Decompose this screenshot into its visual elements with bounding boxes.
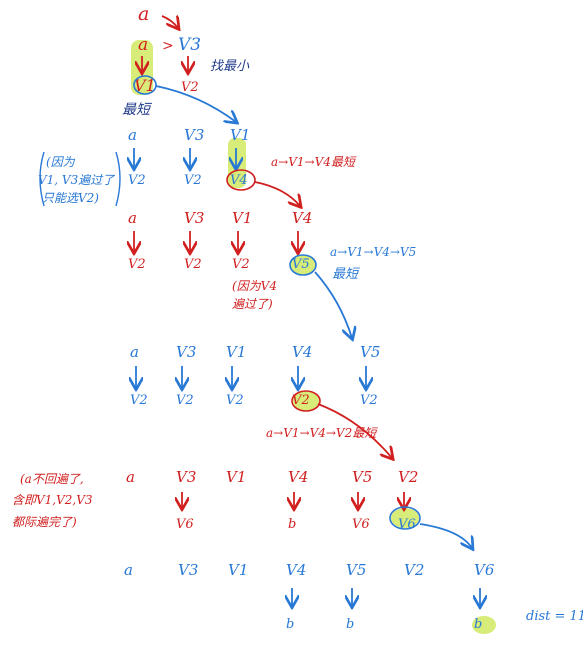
- highlight-b: [472, 616, 496, 634]
- step3-down-3-node: V2: [292, 393, 310, 408]
- step5-col-3-node: V4: [286, 561, 306, 579]
- step4-down-2-node: V6: [352, 517, 370, 532]
- step3-down-2-node: V2: [226, 393, 244, 408]
- step2-shortest: 最短: [332, 267, 360, 282]
- step0-shortest: 最短: [122, 102, 153, 118]
- step4-col-5-node: V2: [398, 468, 418, 486]
- step1-note-line1: (因为: [46, 155, 76, 169]
- step3-col-0-node: a: [130, 343, 139, 361]
- step5-down-1-node: b: [346, 617, 354, 632]
- step4-down-0-node: V6: [176, 517, 194, 532]
- step3-col-2-node: V1: [226, 343, 246, 361]
- step3-col-3-node: V4: [292, 343, 312, 361]
- step2-col-1-node: V3: [184, 209, 204, 227]
- step5-col-0-node: a: [124, 561, 133, 579]
- step3-path: a→V1→V4→V2最短: [266, 426, 378, 440]
- step3-col-4-node: V5: [360, 343, 380, 361]
- step4-note-line2: 含即V1,V2,V3: [12, 493, 93, 507]
- circle-v4: [226, 169, 256, 191]
- circle-v5: [289, 254, 317, 276]
- step4-col-1-node: V3: [176, 468, 196, 486]
- step4-down-3-node: V6: [398, 517, 416, 532]
- step1-col-0-node: a: [128, 126, 137, 144]
- step0-note: 找最小: [210, 59, 250, 74]
- step5-down-0-node: b: [286, 617, 294, 632]
- step5-col-6-node: V6: [474, 561, 495, 579]
- step5-col-4-node: V5: [346, 561, 366, 579]
- step4-col-2-node: V1: [226, 468, 246, 486]
- step2-col-2-node: V1: [232, 209, 252, 227]
- step0-mid-node: V3: [178, 35, 201, 55]
- step1-down-2-node: V4: [230, 173, 248, 188]
- step2-note-line1: (因为V4: [232, 279, 277, 293]
- step0-gt-sign: >: [162, 38, 174, 54]
- step1-down-1-node: V2: [184, 173, 202, 188]
- step1-col-2-node: V1: [230, 126, 250, 144]
- step2-col-3-node: V4: [292, 209, 312, 227]
- step5-col-1-node: V3: [178, 561, 198, 579]
- step3-col-1-node: V3: [176, 343, 196, 361]
- arrow-v5-to-v5col: [314, 271, 352, 338]
- step5-columns: a V3 V1 V4 V5 V2 V6 b b b: [124, 561, 495, 632]
- step2-down-0-node: V2: [128, 257, 146, 272]
- step0-v1-node: V1: [134, 76, 156, 95]
- step1-down-0-node: V2: [128, 173, 146, 188]
- step0-left-node: a: [138, 35, 148, 55]
- step4-down-1-node: b: [288, 517, 296, 532]
- dist-label: dist = 11: [526, 609, 583, 624]
- source-node: a: [138, 3, 149, 25]
- step2-down-3-node: V5: [292, 257, 310, 272]
- arrow-source-to-v3: [161, 16, 178, 28]
- highlight-v5: [290, 255, 316, 275]
- step2-down-1-node: V2: [184, 257, 202, 272]
- step4-col-4-node: V5: [352, 468, 372, 486]
- step0-v2-node: V2: [181, 80, 199, 95]
- arrow-v6-to-v6col: [419, 523, 472, 548]
- arrow-v2-to-v2col: [317, 403, 392, 458]
- step1-note-line2: V1, V3遍过了: [38, 173, 115, 187]
- step1-note-line3: 只能选V2): [42, 191, 99, 205]
- step2-path: a→V1→V4→V5: [330, 245, 416, 259]
- step4-note-line3: 都际遍完了): [12, 515, 77, 529]
- step1-note-bracket: [39, 151, 121, 207]
- step4-note-line1: (a不回遍了,: [20, 472, 84, 486]
- step1-path: a→V1→V4最短: [271, 155, 357, 169]
- arrow-v4-to-v4col: [254, 181, 300, 206]
- step5-down-2-node: b: [474, 617, 482, 632]
- circle-v6: [389, 506, 421, 530]
- circle-v2: [291, 390, 321, 412]
- step2-note-line2: 遍过了): [232, 297, 273, 311]
- step4-col-0-node: a: [126, 468, 135, 486]
- highlight-v6: [391, 508, 419, 528]
- step5-col-2-node: V1: [228, 561, 248, 579]
- step1-col-1-node: V3: [184, 126, 204, 144]
- circle-v1: [133, 75, 157, 95]
- step2-down-2-node: V2: [232, 257, 250, 272]
- step2-col-0-node: a: [128, 209, 137, 227]
- step3-down-4-node: V2: [360, 393, 378, 408]
- step3-down-0-node: V2: [130, 393, 148, 408]
- step3-down-1-node: V2: [176, 393, 194, 408]
- step5-col-5-node: V2: [404, 561, 424, 579]
- highlight-v2: [293, 391, 319, 411]
- arrow-v1-to-v1col: [155, 85, 236, 122]
- step4-col-3-node: V4: [288, 468, 308, 486]
